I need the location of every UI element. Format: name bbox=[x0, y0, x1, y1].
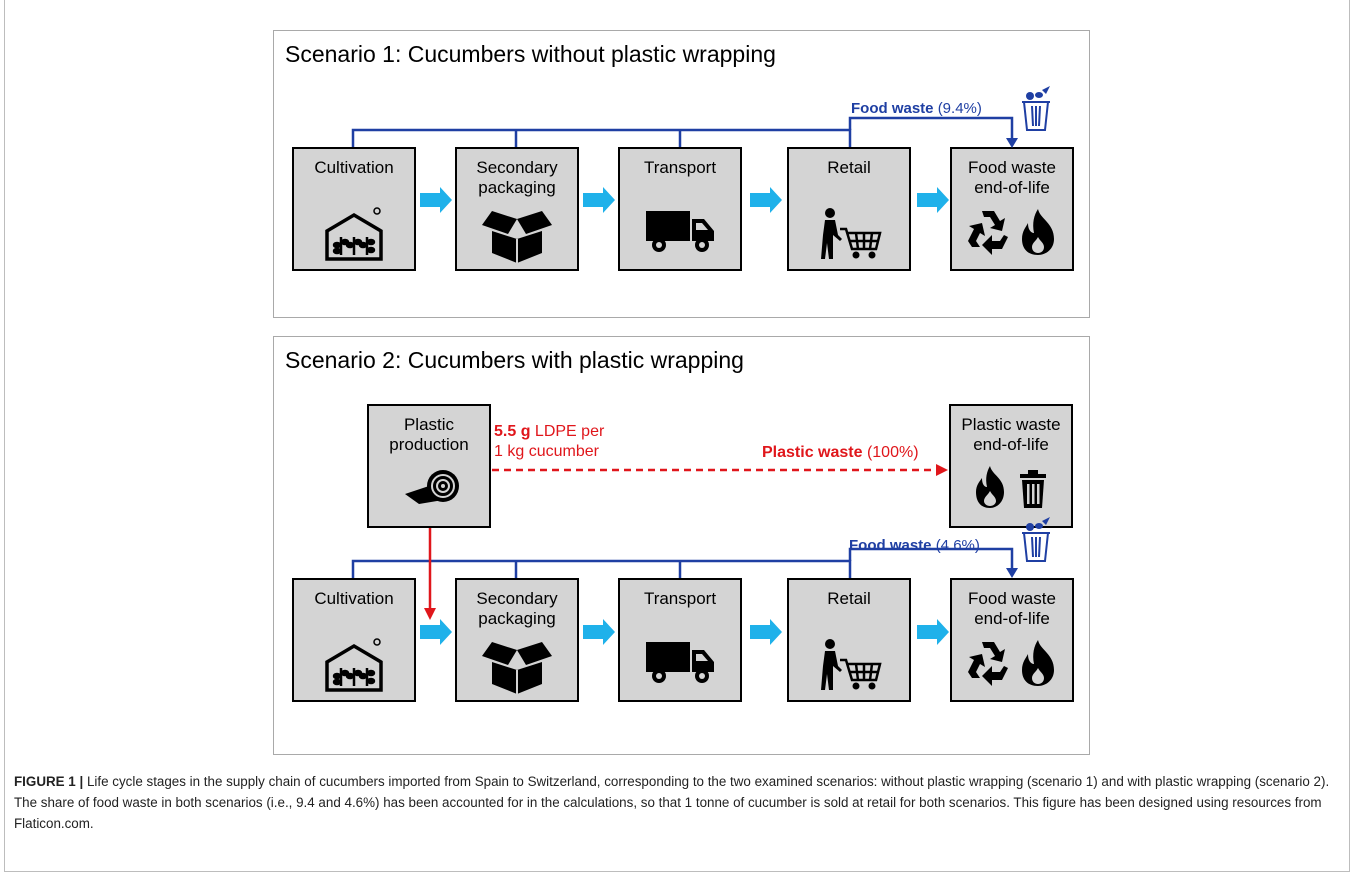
end-of-life-icons bbox=[952, 638, 1072, 692]
scenario-1-title: Scenario 1: Cucumbers without plastic wr… bbox=[285, 41, 776, 67]
ldpe-amount: 5.5 g bbox=[494, 423, 531, 440]
shopping-person-icon bbox=[789, 638, 909, 692]
s2-stage-retail: Retail bbox=[787, 578, 911, 702]
food-waste-percent: (4.6%) bbox=[935, 537, 980, 554]
s1-stage-food-waste-end-of-life: Food waste end-of-life bbox=[950, 147, 1074, 271]
s1-stage-transport: Transport bbox=[618, 147, 742, 271]
food-bin-icon bbox=[1020, 517, 1052, 568]
flame-icon bbox=[976, 466, 1004, 508]
figure-caption: FIGURE 1 | Life cycle stages in the supp… bbox=[14, 771, 1344, 834]
shopping-person-icon bbox=[789, 207, 909, 261]
food-waste-text: Food waste bbox=[851, 100, 934, 117]
box-icon bbox=[457, 207, 577, 263]
greenhouse-icon bbox=[294, 207, 414, 261]
plastic-waste-text: Plastic waste bbox=[762, 444, 863, 461]
s2-food-waste-label: Food waste (4.6%) bbox=[849, 537, 980, 554]
scenario-2-title: Scenario 2: Cucumbers with plastic wrapp… bbox=[285, 347, 744, 373]
plastic-waste-label: Plastic waste (100%) bbox=[762, 443, 919, 463]
s2-stage-transport: Transport bbox=[618, 578, 742, 702]
food-bin-icon bbox=[1020, 86, 1052, 137]
truck-icon bbox=[620, 638, 740, 692]
stage-label: Transport bbox=[643, 589, 717, 608]
stage-label: Food waste end-of-life bbox=[968, 158, 1056, 197]
figure-frame bbox=[4, 0, 1350, 872]
s1-stage-secondary-packaging: Secondary packaging bbox=[455, 147, 579, 271]
s2-stage-plastic-waste-end-of-life: Plastic waste end-of-life bbox=[949, 404, 1073, 528]
stage-label: Retail bbox=[827, 589, 871, 608]
stage-label: Secondary packaging bbox=[476, 158, 558, 197]
truck-icon bbox=[620, 207, 740, 261]
stage-label: Retail bbox=[827, 158, 871, 177]
stage-label: Transport bbox=[643, 158, 717, 177]
figure-label: FIGURE 1 | bbox=[14, 774, 84, 789]
s2-stage-food-waste-end-of-life: Food waste end-of-life bbox=[950, 578, 1074, 702]
s2-stage-cultivation: Cultivation bbox=[292, 578, 416, 702]
caption-text: Life cycle stages in the supply chain of… bbox=[14, 774, 1330, 831]
food-waste-percent: (9.4%) bbox=[937, 100, 982, 117]
recycle-icon bbox=[968, 211, 1008, 255]
stage-label: Secondary packaging bbox=[476, 589, 558, 628]
ldpe-unit: LDPE per bbox=[534, 423, 605, 440]
end-of-life-icons bbox=[952, 207, 1072, 261]
stage-label: Cultivation bbox=[314, 589, 394, 608]
ldpe-basis: 1 kg cucumber bbox=[494, 443, 599, 460]
ldpe-amount-label: 5.5 g LDPE per 1 kg cucumber bbox=[494, 422, 604, 462]
greenhouse-icon bbox=[294, 638, 414, 692]
flame-icon bbox=[1022, 209, 1054, 255]
food-waste-text: Food waste bbox=[849, 537, 932, 554]
flame-icon bbox=[1022, 640, 1054, 686]
s2-stage-secondary-packaging: Secondary packaging bbox=[455, 578, 579, 702]
s1-stage-retail: Retail bbox=[787, 147, 911, 271]
plastic-waste-percent: (100%) bbox=[866, 444, 919, 461]
s1-food-waste-label: Food waste (9.4%) bbox=[851, 100, 982, 117]
s1-stage-cultivation: Cultivation bbox=[292, 147, 416, 271]
stage-label: Cultivation bbox=[314, 158, 394, 177]
s2-stage-plastic-production: Plastic production bbox=[367, 404, 491, 528]
recycle-icon bbox=[968, 642, 1008, 686]
stage-label: Food waste end-of-life bbox=[968, 589, 1056, 628]
stage-label: Plastic waste end-of-life bbox=[961, 415, 1061, 454]
stage-label: Plastic production bbox=[389, 415, 469, 454]
box-icon bbox=[457, 638, 577, 694]
plastic-end-of-life-icons bbox=[951, 464, 1071, 518]
plastic-roll-icon bbox=[369, 464, 489, 518]
